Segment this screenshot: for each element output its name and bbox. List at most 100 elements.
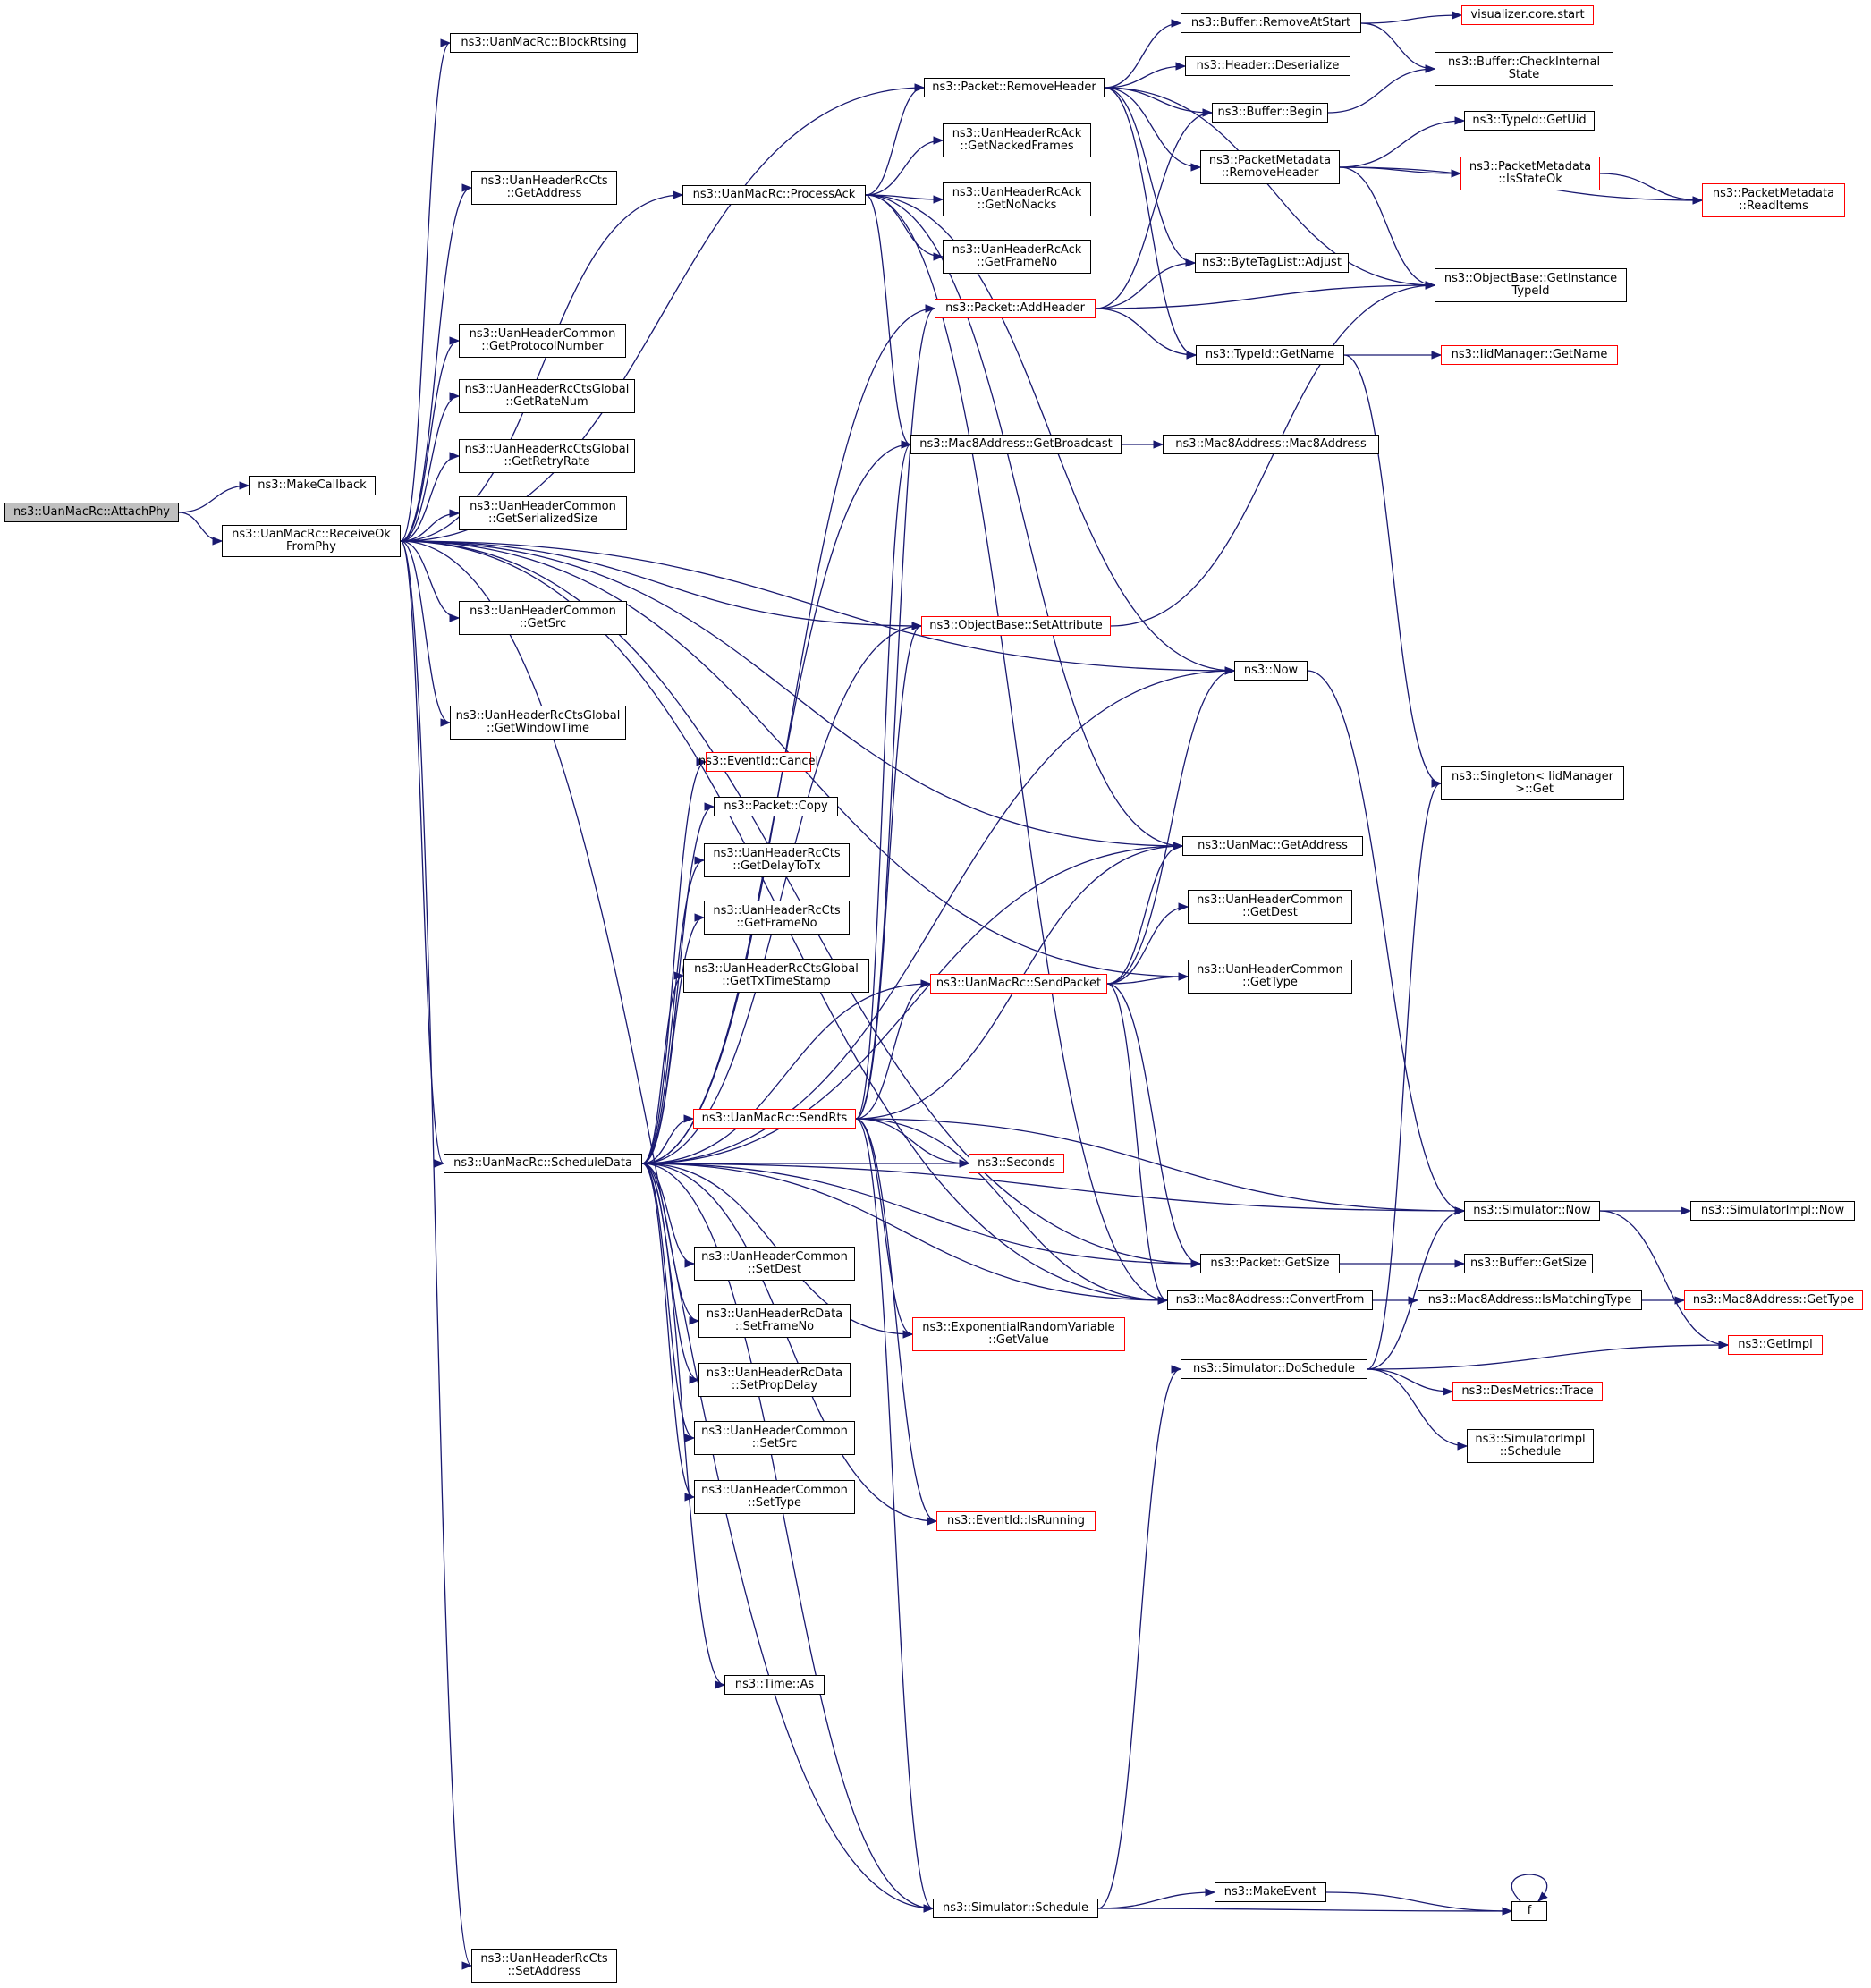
node-sendrts[interactable]: ns3::UanMacRc::SendRts <box>693 1109 856 1129</box>
edge-removeatstart-to-vizstart <box>1360 11 1463 24</box>
node-scheduledata[interactable]: ns3::UanMacRc::ScheduleData <box>444 1154 642 1173</box>
node-headerdeserialize[interactable]: ns3::Header::Deserialize <box>1185 56 1350 76</box>
node-bufferbegin[interactable]: ns3::Buffer::Begin <box>1212 103 1328 123</box>
node-pm-isstateok[interactable]: ns3::PacketMetadata ::IsStateOk <box>1460 157 1600 190</box>
node-global-gettxtime[interactable]: ns3::UanHeaderRcCtsGlobal ::GetTxTimeSta… <box>683 959 869 993</box>
node-removeheader[interactable]: ns3::Packet::RemoveHeader <box>924 78 1105 97</box>
node-rcdata-setprop[interactable]: ns3::UanHeaderRcData ::SetPropDelay <box>698 1363 851 1397</box>
node-rccts-getaddress[interactable]: ns3::UanHeaderRcCts ::GetAddress <box>471 171 617 205</box>
edge-scheduledata-to-rcdata-setframeno <box>641 1163 700 1325</box>
edge-simnow-to-getimpl <box>1599 1210 1730 1349</box>
edge-sendrts-to-simnow <box>855 1118 1466 1215</box>
node-common-getserialized[interactable]: ns3::UanHeaderCommon ::GetSerializedSize <box>459 496 627 530</box>
edge-processack-to-getbroadcast <box>865 194 912 449</box>
node-makeevent[interactable]: ns3::MakeEvent <box>1215 1882 1326 1902</box>
node-simnow[interactable]: ns3::Simulator::Now <box>1464 1201 1600 1221</box>
edge-addheader-to-getinstancetypeid <box>1095 281 1436 309</box>
node-common-setdest[interactable]: ns3::UanHeaderCommon ::SetDest <box>694 1247 855 1281</box>
node-makecallback[interactable]: ns3::MakeCallback <box>249 476 376 495</box>
node-receiveok[interactable]: ns3::UanMacRc::ReceiveOk FromPhy <box>222 525 401 557</box>
node-uanmac-getaddress[interactable]: ns3::UanMac::GetAddress <box>1182 836 1363 856</box>
edge-typeid-getname-to-singletonget <box>1343 354 1443 788</box>
edge-doschedule-to-desmetrics <box>1367 1368 1454 1396</box>
node-rccts-setaddress[interactable]: ns3::UanHeaderRcCts ::SetAddress <box>471 1949 617 1983</box>
node-pm-readitems[interactable]: ns3::PacketMetadata ::ReadItems <box>1702 183 1845 217</box>
edge-scheduledata-to-timeas <box>641 1163 726 1689</box>
node-pm-removeheader[interactable]: ns3::PacketMetadata ::RemoveHeader <box>1200 150 1340 184</box>
node-getimpl[interactable]: ns3::GetImpl <box>1728 1335 1823 1355</box>
node-iidmgr-getname[interactable]: ns3::IidManager::GetName <box>1441 345 1618 365</box>
node-simschedule[interactable]: ns3::Simulator::Schedule <box>933 1899 1098 1918</box>
node-blockrtsing[interactable]: ns3::UanMacRc::BlockRtsing <box>450 33 638 53</box>
node-setattribute[interactable]: ns3::ObjectBase::SetAttribute <box>921 616 1111 636</box>
edge-sendrts-to-seconds <box>855 1118 970 1168</box>
node-expgetvalue[interactable]: ns3::ExponentialRandomVariable ::GetValu… <box>912 1317 1125 1351</box>
edge-sendpacket-to-packetgetsize <box>1106 983 1202 1268</box>
node-common-getsrc[interactable]: ns3::UanHeaderCommon ::GetSrc <box>459 601 627 635</box>
node-typeid-getname[interactable]: ns3::TypeId::GetName <box>1196 345 1344 365</box>
node-simimplschedule[interactable]: ns3::SimulatorImpl ::Schedule <box>1467 1429 1594 1463</box>
edge-doschedule-to-simnow <box>1367 1206 1466 1370</box>
node-common-getdest[interactable]: ns3::UanHeaderCommon ::GetDest <box>1188 890 1352 924</box>
edge-processack-to-uanmac-getaddress <box>865 194 1184 850</box>
node-global-getwindowtime[interactable]: ns3::UanHeaderRcCtsGlobal ::GetWindowTim… <box>450 706 626 740</box>
edge-sendpacket-to-common-getdest <box>1106 902 1189 985</box>
node-mac8gettype[interactable]: ns3::Mac8Address::GetType <box>1684 1290 1863 1310</box>
edge-pm-isstateok-to-pm-readitems <box>1599 173 1704 205</box>
node-vizstart[interactable]: visualizer.core.start <box>1461 5 1594 25</box>
node-f[interactable]: f <box>1511 1901 1547 1921</box>
node-sendpacket[interactable]: ns3::UanMacRc::SendPacket <box>930 974 1107 994</box>
node-removeatstart[interactable]: ns3::Buffer::RemoveAtStart <box>1181 13 1361 33</box>
edge-scheduledata-to-sendrts <box>641 1114 695 1164</box>
node-common-getprotocol[interactable]: ns3::UanHeaderCommon ::GetProtocolNumber <box>459 324 626 358</box>
edge-addheader-to-bytetagadjust <box>1095 258 1197 309</box>
node-addheader[interactable]: ns3::Packet::AddHeader <box>935 299 1096 318</box>
node-desmetrics[interactable]: ns3::DesMetrics::Trace <box>1452 1382 1603 1401</box>
node-ack-getnonacks[interactable]: ns3::UanHeaderRcAck ::GetNoNacks <box>943 182 1091 216</box>
node-convertfrom[interactable]: ns3::Mac8Address::ConvertFrom <box>1167 1290 1373 1310</box>
node-doschedule[interactable]: ns3::Simulator::DoSchedule <box>1181 1359 1367 1379</box>
edge-receiveok-to-global-getratenum <box>400 392 461 542</box>
node-global-getretryrate[interactable]: ns3::UanHeaderRcCtsGlobal ::GetRetryRate <box>459 439 635 473</box>
node-ismatchingtype[interactable]: ns3::Mac8Address::IsMatchingType <box>1418 1290 1642 1310</box>
node-simimplnow[interactable]: ns3::SimulatorImpl::Now <box>1690 1201 1855 1221</box>
node-buffergetsize[interactable]: ns3::Buffer::GetSize <box>1464 1254 1593 1273</box>
edge-sendrts-to-sendpacket <box>855 979 932 1120</box>
edge-receiveok-to-common-getprotocol <box>400 336 461 542</box>
node-timeas[interactable]: ns3::Time::As <box>724 1675 825 1695</box>
node-rcdata-setframeno[interactable]: ns3::UanHeaderRcData ::SetFrameNo <box>698 1304 851 1338</box>
node-common-gettype[interactable]: ns3::UanHeaderCommon ::GetType <box>1188 960 1352 994</box>
node-eventcancel[interactable]: ns3::EventId::Cancel <box>698 752 818 772</box>
node-attachphy[interactable]: ns3::UanMacRc::AttachPhy <box>4 503 179 522</box>
edge-setattribute-to-getinstancetypeid <box>1110 281 1436 627</box>
edge-scheduledata-to-ns3now <box>641 666 1236 1164</box>
node-typeid-getuid[interactable]: ns3::TypeId::GetUid <box>1464 111 1595 131</box>
node-packetcopy[interactable]: ns3::Packet::Copy <box>714 797 838 816</box>
edge-scheduledata-to-common-setsrc <box>641 1163 696 1442</box>
node-getbroadcast[interactable]: ns3::Mac8Address::GetBroadcast <box>910 435 1122 454</box>
edge-attachphy-to-makecallback <box>178 481 250 513</box>
node-processack[interactable]: ns3::UanMacRc::ProcessAck <box>682 185 866 205</box>
edge-removeheader-to-headerdeserialize <box>1104 62 1187 89</box>
node-ns3now[interactable]: ns3::Now <box>1234 661 1308 681</box>
edge-receiveok-to-processack <box>400 190 684 542</box>
node-checkinternal[interactable]: ns3::Buffer::CheckInternal State <box>1435 52 1613 86</box>
node-global-getratenum[interactable]: ns3::UanHeaderRcCtsGlobal ::GetRateNum <box>459 379 635 413</box>
edge-removeheader-to-removeatstart <box>1104 19 1182 89</box>
node-getinstancetypeid[interactable]: ns3::ObjectBase::GetInstance TypeId <box>1435 268 1627 302</box>
edge-receiveok-to-scheduledata <box>400 540 445 1168</box>
node-ack-getnacked[interactable]: ns3::UanHeaderRcAck ::GetNackedFrames <box>943 123 1091 157</box>
node-seconds[interactable]: ns3::Seconds <box>969 1154 1064 1173</box>
node-rccts-getframeno[interactable]: ns3::UanHeaderRcCts ::GetFrameNo <box>704 901 850 935</box>
edge-removeheader-to-pm-removeheader <box>1104 87 1202 172</box>
node-ack-getframeno[interactable]: ns3::UanHeaderRcAck ::GetFrameNo <box>943 240 1091 274</box>
node-mac8address[interactable]: ns3::Mac8Address::Mac8Address <box>1163 435 1379 454</box>
node-eventisrunning[interactable]: ns3::EventId::IsRunning <box>936 1511 1096 1531</box>
edge-scheduledata-to-simnow <box>641 1163 1466 1215</box>
node-common-setsrc[interactable]: ns3::UanHeaderCommon ::SetSrc <box>694 1421 855 1455</box>
node-bytetagadjust[interactable]: ns3::ByteTagList::Adjust <box>1195 253 1349 273</box>
node-rccts-getdelay[interactable]: ns3::UanHeaderRcCts ::GetDelayToTx <box>704 843 850 877</box>
node-singletonget[interactable]: ns3::Singleton< IidManager >::Get <box>1441 766 1624 800</box>
node-common-settype[interactable]: ns3::UanHeaderCommon ::SetType <box>694 1480 855 1514</box>
node-packetgetsize[interactable]: ns3::Packet::GetSize <box>1200 1254 1340 1273</box>
